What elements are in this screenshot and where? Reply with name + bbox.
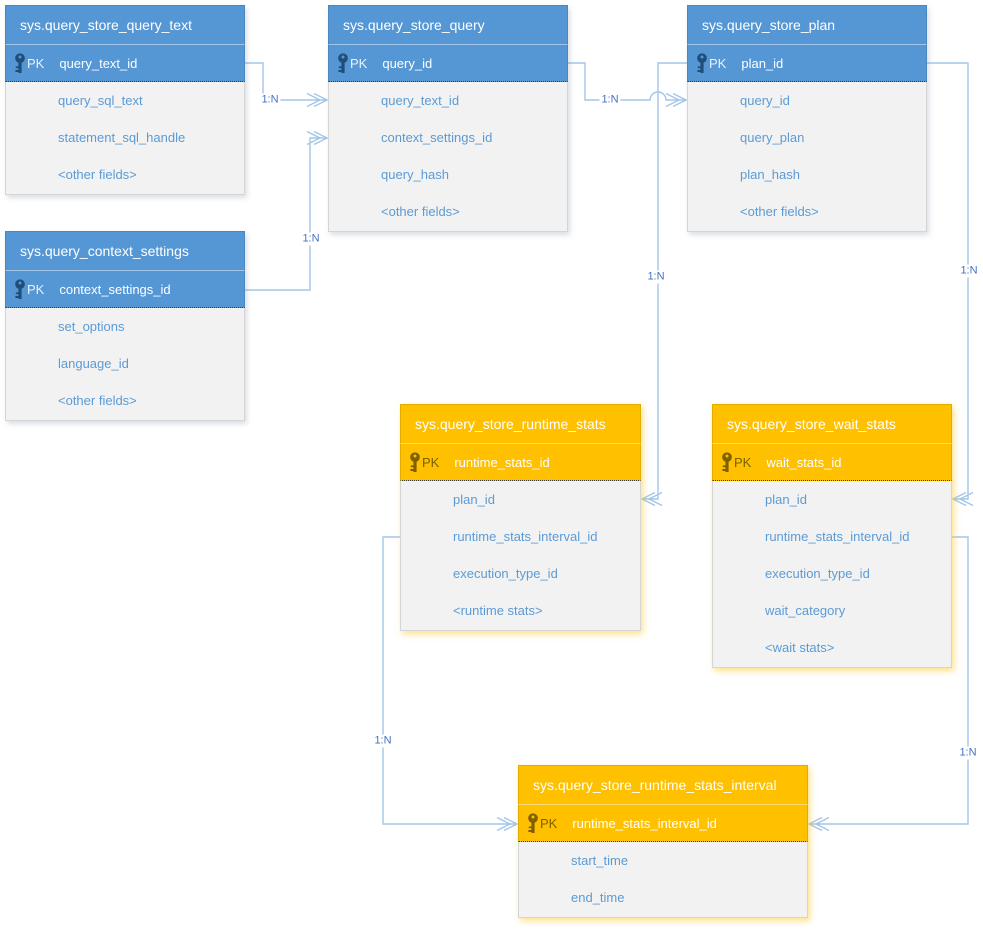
entity-title: sys.query_store_query_text	[5, 5, 245, 44]
key-icon	[14, 52, 26, 74]
pk-field-name: query_id	[382, 55, 433, 71]
entity-query-store-wait-stats: sys.query_store_wait_stats PK wait_stats…	[712, 404, 952, 668]
key-icon	[527, 812, 539, 834]
pk-label: PK	[422, 454, 440, 470]
fields-list: plan_id runtime_stats_interval_id execut…	[712, 481, 952, 668]
connector-context-settings-to-query	[245, 137, 327, 291]
field-row: query_id	[740, 93, 790, 108]
fields-list: plan_id runtime_stats_interval_id execut…	[400, 481, 641, 631]
entity-query-store-plan: sys.query_store_plan PK plan_id query_id…	[687, 5, 927, 232]
pk-field-name: wait_stats_id	[766, 454, 842, 470]
field-row: query_hash	[381, 167, 449, 182]
pk-field-name: runtime_stats_id	[454, 454, 550, 470]
field-row: query_text_id	[381, 93, 460, 108]
fields-list: query_sql_text statement_sql_handle <oth…	[5, 82, 245, 195]
entity-title: sys.query_store_runtime_stats_interval	[518, 765, 808, 804]
arrow-context-settings-to-query	[306, 130, 329, 146]
relationship-label: 1:N	[300, 232, 322, 246]
entity-title: sys.query_store_plan	[687, 5, 927, 44]
pk-row: PK plan_id	[687, 44, 927, 82]
pk-field-name: context_settings_id	[59, 281, 171, 297]
field-row: runtime_stats_interval_id	[453, 529, 598, 544]
pk-field-name: plan_id	[741, 55, 784, 71]
pk-label: PK	[709, 55, 727, 71]
field-row: <other fields>	[381, 204, 460, 219]
pk-row: PK query_text_id	[5, 44, 245, 82]
entity-title: sys.query_store_runtime_stats	[400, 404, 641, 443]
pk-row: PK runtime_stats_id	[400, 443, 641, 481]
arrow-plan-to-runtime-stats	[640, 491, 663, 507]
field-row: <other fields>	[58, 393, 137, 408]
field-row: execution_type_id	[453, 566, 558, 581]
relationship-label: 1:N	[599, 93, 621, 107]
field-row: <other fields>	[740, 204, 819, 219]
relationship-label: 1:N	[958, 264, 980, 278]
relationship-label: 1:N	[957, 746, 979, 760]
pk-label: PK	[350, 55, 368, 71]
relationship-label: 1:N	[645, 270, 667, 284]
entity-title: sys.query_store_query	[328, 5, 568, 44]
field-row: <wait stats>	[765, 640, 835, 655]
pk-field-name: runtime_stats_interval_id	[572, 815, 717, 831]
arrow-query-text-to-query	[306, 92, 329, 108]
pk-label: PK	[27, 281, 45, 297]
key-icon	[337, 52, 349, 74]
relationship-label: 1:N	[372, 734, 394, 748]
field-row: set_options	[58, 319, 125, 334]
entity-query-store-query: sys.query_store_query PK query_id query_…	[328, 5, 568, 232]
pk-row: PK wait_stats_id	[712, 443, 952, 481]
field-row: plan_hash	[740, 167, 800, 182]
field-row: <other fields>	[58, 167, 137, 182]
key-icon	[409, 451, 421, 473]
field-row: plan_id	[765, 492, 807, 507]
relationship-label: 1:N	[259, 93, 281, 107]
entity-title: sys.query_store_wait_stats	[712, 404, 952, 443]
field-row: <runtime stats>	[453, 603, 543, 618]
entity-query-store-runtime-stats-interval: sys.query_store_runtime_stats_interval P…	[518, 765, 808, 918]
key-icon	[696, 52, 708, 74]
arrow-wait-stats-to-interval	[807, 816, 830, 832]
fields-list: set_options language_id <other fields>	[5, 308, 245, 421]
pk-row: PK query_id	[328, 44, 568, 82]
field-row: wait_category	[765, 603, 846, 618]
key-icon	[14, 278, 26, 300]
field-row: language_id	[58, 356, 129, 371]
field-row: context_settings_id	[381, 130, 493, 145]
connector-runtime-stats-to-interval	[382, 536, 517, 825]
entity-query-store-query-text: sys.query_store_query_text PK query_text…	[5, 5, 245, 195]
pk-row: PK context_settings_id	[5, 270, 245, 308]
field-row: query_sql_text	[58, 93, 143, 108]
pk-label: PK	[734, 454, 752, 470]
pk-row: PK runtime_stats_interval_id	[518, 804, 808, 842]
connector-query-to-plan	[568, 62, 686, 101]
connector-wait-stats-to-interval	[809, 536, 969, 825]
key-icon	[721, 451, 733, 473]
pk-field-name: query_text_id	[59, 55, 138, 71]
fields-list: start_time end_time	[518, 842, 808, 918]
arrow-plan-to-wait-stats	[951, 491, 974, 507]
connector-query-text-to-query	[245, 62, 327, 101]
field-row: statement_sql_handle	[58, 130, 186, 145]
entity-query-store-runtime-stats: sys.query_store_runtime_stats PK runtime…	[400, 404, 641, 631]
arrow-query-to-plan	[665, 92, 688, 108]
pk-label: PK	[540, 815, 558, 831]
field-row: start_time	[571, 853, 629, 868]
entity-query-context-settings: sys.query_context_settings PK context_se…	[5, 231, 245, 421]
fields-list: query_text_id context_settings_id query_…	[328, 82, 568, 232]
entity-title: sys.query_context_settings	[5, 231, 245, 270]
field-row: plan_id	[453, 492, 495, 507]
field-row: query_plan	[740, 130, 805, 145]
fields-list: query_id query_plan plan_hash <other fie…	[687, 82, 927, 232]
field-row: end_time	[571, 890, 625, 905]
field-row: runtime_stats_interval_id	[765, 529, 910, 544]
field-row: execution_type_id	[765, 566, 870, 581]
arrow-runtime-stats-to-interval	[496, 816, 519, 832]
pk-label: PK	[27, 55, 45, 71]
